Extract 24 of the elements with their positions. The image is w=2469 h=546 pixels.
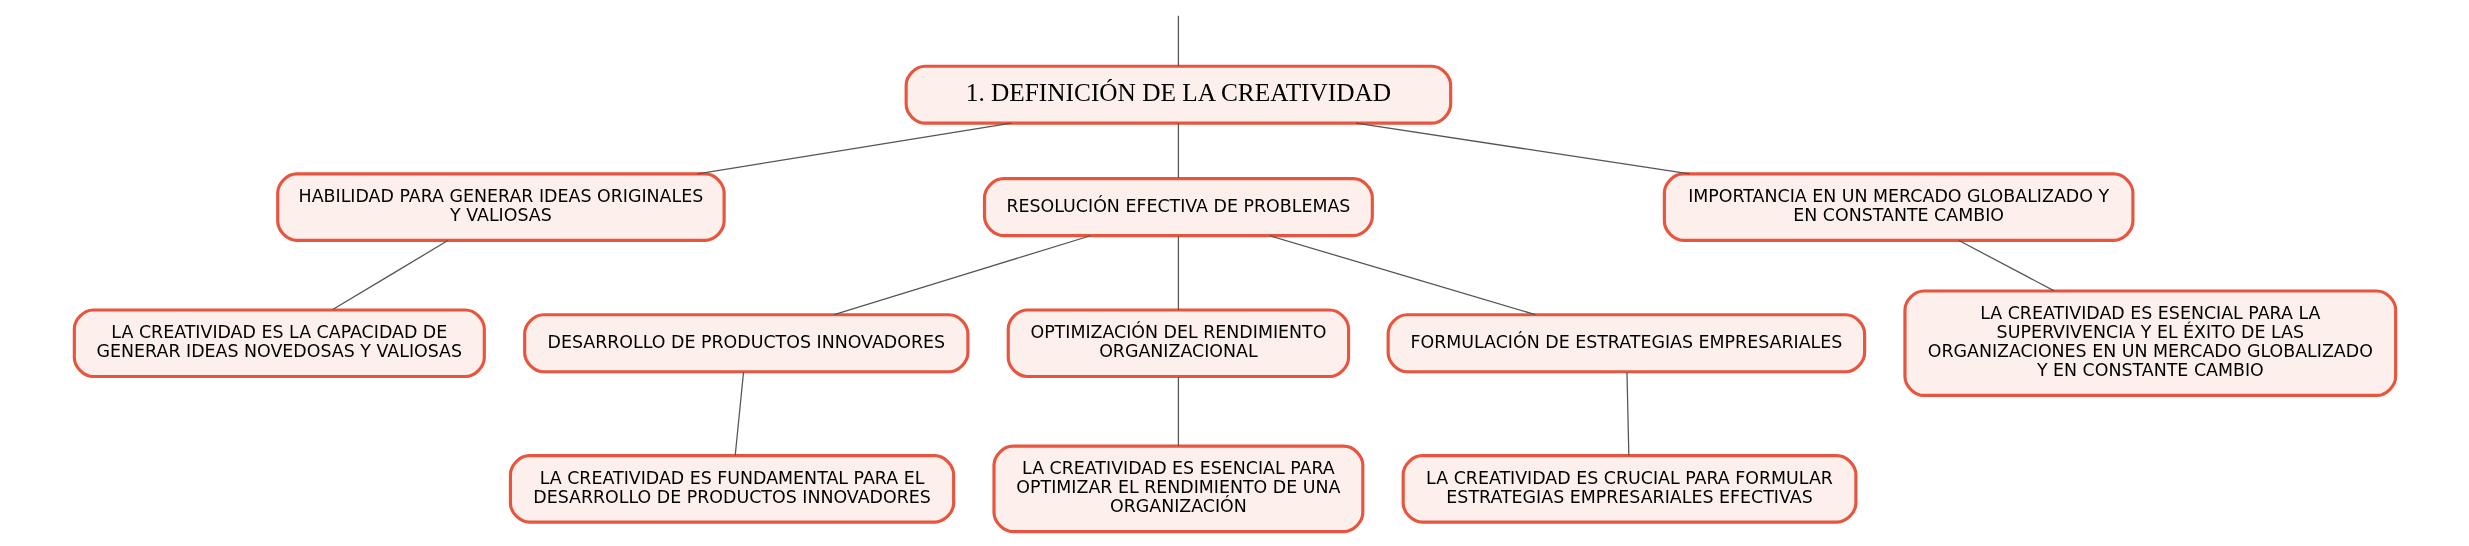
- connector: [1625, 371, 1629, 457]
- connector: [833, 235, 1091, 316]
- node-box: LA CREATIVIDAD ES LA CAPACIDAD DE GENERAR IDEAS NOVEDOSAS Y VALIOSAS: [72, 308, 486, 379]
- node-box: LA CREATIVIDAD ES ESENCIAL PARA OPTIMIZAR EL RENDIMIENTO DE UNA ORGANIZACIÓN: [991, 444, 1364, 534]
- connector: [1177, 15, 1179, 67]
- node-box: LA CREATIVIDAD ES CRUCIAL PARA FORMULAR ESTRATEGIAS EMPRESARIALES EFECTIVAS: [1401, 454, 1857, 524]
- node-box: LA CREATIVIDAD ES FUNDAMENTAL PARA EL DESARROLLO DE PRODUCTOS INNOVADORES: [508, 454, 955, 524]
- connector: [1177, 235, 1179, 311]
- node-box: DESARROLLO DE PRODUCTOS INNOVADORES: [522, 313, 969, 374]
- connector: [1354, 122, 1690, 175]
- connector: [1957, 239, 2055, 292]
- node-box: HABILIDAD PARA GENERAR IDEAS ORIGINALES Y VALIOSAS: [275, 172, 726, 242]
- node-box: IMPORTANCIA EN UN MERCADO GLOBALIZADO Y EN CONSTANTE CAMBIO: [1662, 172, 2134, 242]
- node-box: OPTIMIZACIÓN DEL RENDIMIENTO ORGANIZACIONAL: [1006, 308, 1350, 379]
- connector: [1177, 376, 1179, 447]
- node-box: LA CREATIVIDAD ES ESENCIAL PARA LA SUPERVIVENCIA Y EL ÉXITO DE LAS ORGANIZACIONES EN UN MERCADO GLOBALIZADO Y EN CONSTANTE CAMBIO: [1902, 289, 2397, 398]
- connector: [1268, 235, 1536, 316]
- node-box: FORMULACIÓN DE ESTRATEGIAS EMPRESARIALES: [1386, 313, 1866, 374]
- connector: [734, 371, 744, 457]
- connector: [696, 122, 1012, 175]
- connector: [1177, 122, 1179, 179]
- node-box: RESOLUCIÓN EFECTIVA DE PROBLEMAS: [982, 177, 1374, 238]
- node-box: 1. DEFINICIÓN DE LA CREATIVIDAD: [904, 64, 1452, 125]
- connector: [331, 239, 448, 311]
